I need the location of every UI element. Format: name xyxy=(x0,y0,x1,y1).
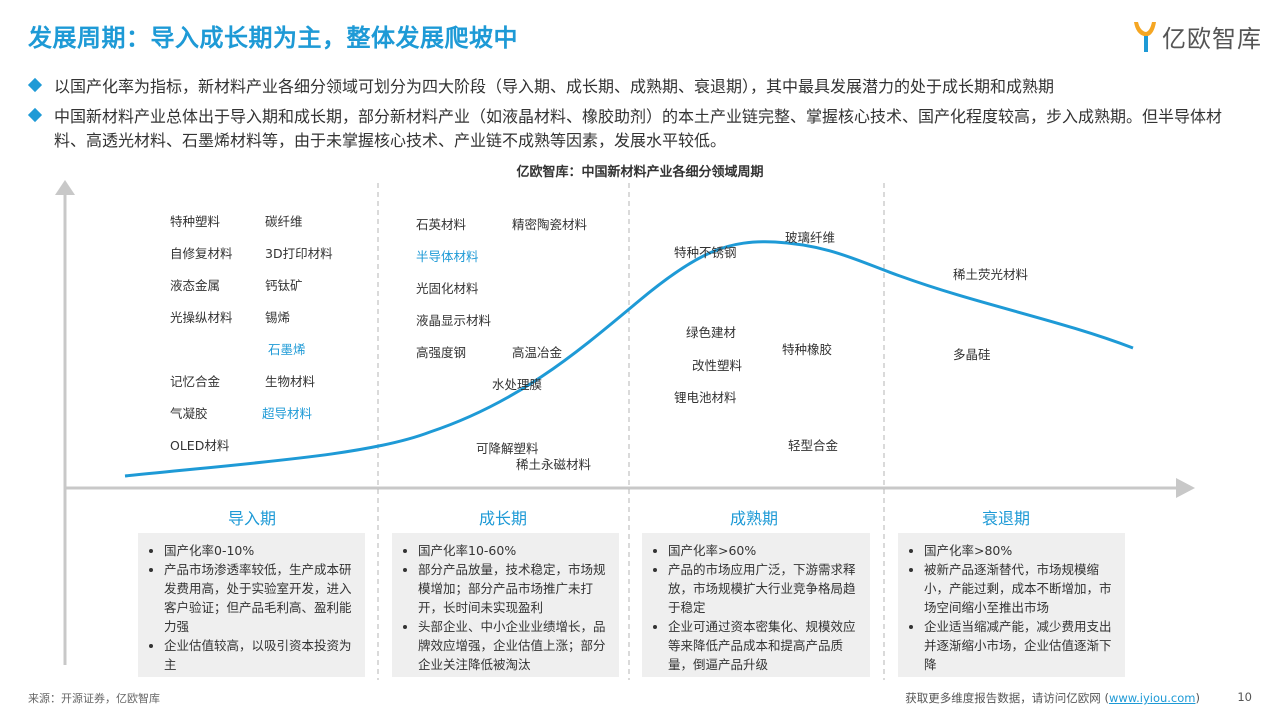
lifecycle-curve xyxy=(124,240,1134,478)
page-title: 发展周期：导入成长期为主，整体发展爬坡中 xyxy=(28,24,518,52)
material-label: 玻璃纤维 xyxy=(785,230,836,245)
y-axis-arrow-icon xyxy=(55,180,75,195)
phase-box-mature: 国产化率>60% 产品的市场应用广泛，下游需求释放，市场规模扩大行业竞争格局趋于… xyxy=(642,533,870,677)
material-label: 液态金属 xyxy=(170,278,221,293)
brand-logo: 亿欧智库 xyxy=(1132,16,1262,56)
material-label: 生物材料 xyxy=(265,374,316,389)
material-label: 可降解塑料 xyxy=(476,441,539,456)
material-label: 光操纵材料 xyxy=(170,310,233,325)
material-label: 3D打印材料 xyxy=(265,246,333,261)
phase-box-intro: 国产化率0-10% 产品市场渗透率较低，生产成本研发费用高，处于实验室开发，进入… xyxy=(138,533,365,677)
logo-text: 亿欧智库 xyxy=(1162,24,1262,53)
phase-point: 企业可通过资本密集化、规模效应等来降低产品成本和提高产品质量，倒逼产品升级 xyxy=(668,617,860,674)
material-label: 特种塑料 xyxy=(170,214,221,229)
bullet-2: 中国新材料产业总体出于导入期和成长期，部分新材料产业（如液晶材料、橡胶助剂）的本… xyxy=(27,105,1252,153)
bullet-text: 中国新材料产业总体出于导入期和成长期，部分新材料产业（如液晶材料、橡胶助剂）的本… xyxy=(54,107,1223,150)
footer-suffix: ) xyxy=(1195,691,1201,705)
phase-title-growth: 成长期 xyxy=(478,509,527,528)
material-label: OLED材料 xyxy=(170,438,230,453)
material-label: 记忆合金 xyxy=(170,374,221,389)
material-label: 稀土永磁材料 xyxy=(516,457,592,472)
phase-point: 产品市场渗透率较低，生产成本研发费用高，处于实验室开发，进入客户验证；但产品毛利… xyxy=(164,560,355,636)
phase-point: 企业适当缩减产能，减少费用支出并逐渐缩小市场，企业估值逐渐下降 xyxy=(924,617,1115,674)
phase-box-growth: 国产化率10-60% 部分产品放量，技术稳定，市场规模增加；部分产品市场推广未打… xyxy=(392,533,619,677)
bullet-1: 以国产化率为指标，新材料产业各细分领域可划分为四大阶段（导入期、成长期、成熟期、… xyxy=(27,75,1252,99)
website-link[interactable]: www.iyiou.com xyxy=(1108,691,1196,705)
source-note: 来源：开源证券，亿欧智库 xyxy=(28,692,160,705)
phase-title-decline: 衰退期 xyxy=(981,509,1030,528)
material-label: 高温冶金 xyxy=(512,345,563,360)
material-label: 轻型合金 xyxy=(788,438,839,453)
material-label: 改性塑料 xyxy=(692,358,743,373)
material-label-highlighted: 半导体材料 xyxy=(416,249,479,264)
material-label: 石英材料 xyxy=(416,217,467,232)
material-label-highlighted: 石墨烯 xyxy=(268,342,306,357)
material-label: 特种橡胶 xyxy=(782,342,833,357)
phase-point: 头部企业、中小企业业绩增长，品牌效应增强，企业估值上涨；部分企业关注降低被淘汰 xyxy=(418,617,609,674)
material-label: 水处理膜 xyxy=(492,377,543,392)
chart-title: 亿欧智库：中国新材料产业各细分领域周期 xyxy=(516,165,764,180)
x-axis-arrow-icon xyxy=(1176,478,1195,498)
material-label: 光固化材料 xyxy=(416,281,479,296)
material-label: 气凝胶 xyxy=(170,406,208,421)
material-label: 液晶显示材料 xyxy=(416,313,492,328)
phase-title-mature: 成熟期 xyxy=(729,509,778,528)
phase-point: 企业估值较高，以吸引资本投资为主 xyxy=(164,636,355,674)
footer-prefix: 获取更多维度报告数据，请访问亿欧网 ( xyxy=(905,691,1109,705)
footer-note: 获取更多维度报告数据，请访问亿欧网 (www.iyiou.com) xyxy=(905,690,1200,706)
material-label: 高强度钢 xyxy=(416,345,467,360)
phase-point: 国产化率0-10% xyxy=(164,541,355,560)
material-label: 精密陶瓷材料 xyxy=(512,217,588,232)
phase-point: 国产化率>80% xyxy=(924,541,1115,560)
phase-point: 产品的市场应用广泛，下游需求释放，市场规模扩大行业竞争格局趋于稳定 xyxy=(668,560,860,617)
phase-title-intro: 导入期 xyxy=(227,509,276,528)
phase-point: 部分产品放量，技术稳定，市场规模增加；部分产品市场推广未打开，长时间未实现盈利 xyxy=(418,560,609,617)
bullet-text: 以国产化率为指标，新材料产业各细分领域可划分为四大阶段（导入期、成长期、成熟期、… xyxy=(54,77,1055,96)
material-label: 绿色建材 xyxy=(686,325,737,340)
phase-point: 国产化率10-60% xyxy=(418,541,609,560)
material-label-highlighted: 超导材料 xyxy=(262,406,313,421)
page-number: 10 xyxy=(1237,690,1252,704)
material-label: 自修复材料 xyxy=(170,246,233,261)
phase-point: 国产化率>60% xyxy=(668,541,860,560)
material-label: 碳纤维 xyxy=(265,214,303,229)
material-label: 稀土荧光材料 xyxy=(953,267,1029,282)
phase-point: 被新产品逐渐替代，市场规模缩小，产能过剩，成本不断增加，市场空间缩小至推出市场 xyxy=(924,560,1115,617)
material-label: 钙钛矿 xyxy=(265,278,303,293)
material-label: 多晶硅 xyxy=(953,347,991,362)
material-label: 锂电池材料 xyxy=(674,390,737,405)
material-label: 特种不锈钢 xyxy=(674,245,737,260)
material-label: 锡烯 xyxy=(265,310,291,325)
phase-box-decline: 国产化率>80% 被新产品逐渐替代，市场规模缩小，产能过剩，成本不断增加，市场空… xyxy=(898,533,1125,677)
logo-mark-icon xyxy=(1134,22,1156,52)
